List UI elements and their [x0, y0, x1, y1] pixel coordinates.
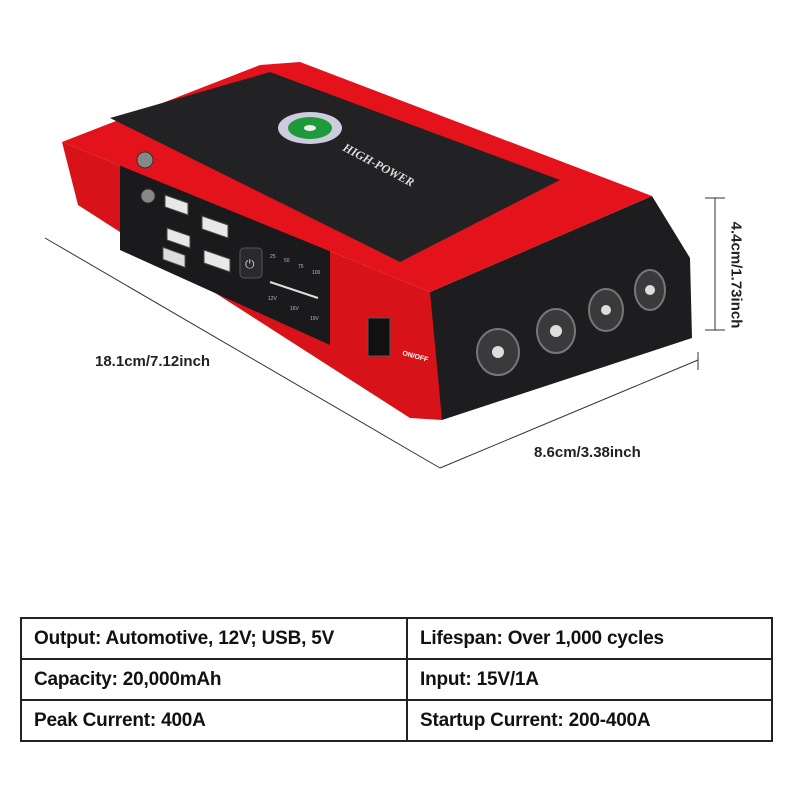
level-label: 100 [312, 270, 321, 276]
voltage-label: 16V [290, 306, 300, 312]
jump-starter-image: HIGH-POWER ⏻ 25 50 75 100 12V 16V 19V ON… [44, 62, 725, 469]
level-label: 75 [298, 264, 304, 270]
table-row: Peak Current: 400A Startup Current: 200-… [20, 699, 773, 742]
power-icon: ⏻ [245, 257, 255, 271]
spec-cell: Lifespan: Over 1,000 cycles [406, 617, 773, 660]
table-row: Capacity: 20,000mAh Input: 15V/1A [20, 658, 773, 701]
voltage-label: 12V [268, 296, 278, 302]
length-dimension: 18.1cm/7.12inch [95, 353, 211, 370]
spec-cell: Output: Automotive, 12V; USB, 5V [20, 617, 408, 660]
table-row: Output: Automotive, 12V; USB, 5V Lifespa… [20, 617, 773, 660]
device-top-panel [110, 72, 560, 262]
usb-ports [162, 246, 186, 269]
dc-port [136, 151, 154, 169]
usb-ports [164, 194, 231, 273]
height-dimension: 4.4cm/1.73inch [727, 221, 745, 329]
spec-cell: Peak Current: 400A [20, 699, 408, 742]
width-dimension: 8.6cm/3.38inch [534, 444, 641, 461]
device-front-panel [120, 140, 330, 345]
spec-cell: Startup Current: 200-400A [406, 699, 773, 742]
spec-cell: Input: 15V/1A [406, 658, 773, 701]
compass-icon [278, 112, 342, 144]
dc-port [140, 188, 156, 204]
level-label: 50 [284, 258, 290, 264]
spec-table: Output: Automotive, 12V; USB, 5V Lifespa… [20, 617, 773, 742]
spec-cell: Capacity: 20,000mAh [20, 658, 408, 701]
on-off-switch [367, 317, 391, 357]
power-button [239, 247, 263, 279]
level-label: 25 [270, 254, 276, 260]
voltage-label: 19V [310, 316, 320, 322]
dimension-lines [44, 197, 725, 469]
